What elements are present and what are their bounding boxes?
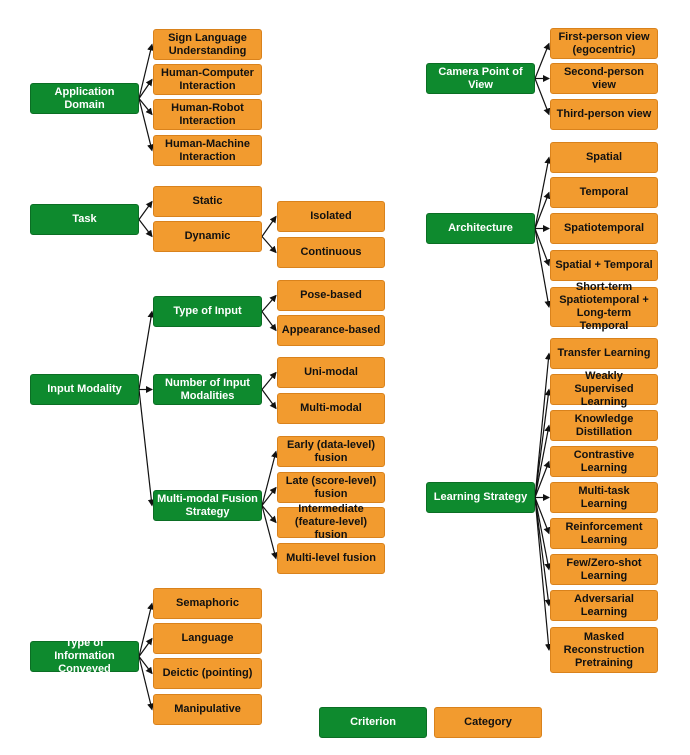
connector-arrow [138,310,155,390]
category-reinforcement-learning: Reinforcement Learning [550,518,658,549]
category-language: Language [153,623,262,654]
category-spatial-plus-temporal: Spatial + Temporal [550,250,658,281]
category-late-fusion: Late (score-level) fusion [277,472,385,503]
category-continuous: Continuous [277,237,385,268]
legend-criterion: Criterion [319,707,427,738]
category-human-machine-interaction: Human-Machine Interaction [153,135,262,166]
connector-arrow [261,236,277,254]
connector-arrow [261,389,277,410]
category-multi-task-learning: Multi-task Learning [550,482,658,513]
connector-arrow [261,215,277,237]
connector-arrow [534,228,551,267]
category-semaphoric: Semaphoric [153,588,262,619]
criterion-application-domain: Application Domain [30,83,139,114]
category-sign-language-understanding: Sign Language Understanding [153,29,262,60]
connector-arrow [261,486,277,506]
connector-arrow [261,371,277,390]
category-deictic: Deictic (pointing) [153,658,262,689]
category-transfer-learning: Transfer Learning [550,338,658,369]
connector-arrow [534,424,552,498]
criterion-camera-point-of-view: Camera Point of View [426,63,535,94]
category-second-person-view: Second-person view [550,63,658,94]
connector-arrow [534,352,552,498]
category-short-long-term: Short-term Spatiotemporal + Long-term Te… [550,281,658,332]
connector-arrow [138,656,154,711]
criterion-input-modality: Input Modality [30,374,139,405]
connector-arrow [534,78,551,116]
connector-arrow [138,637,153,657]
category-adversarial-learning: Adversarial Learning [550,590,658,621]
category-temporal: Temporal [550,177,658,208]
category-masked-reconstruction-pretraining: Masked Reconstruction Pretraining [550,627,658,673]
connector-arrow [261,505,278,560]
connector-arrow [534,156,552,229]
connector-arrow [261,311,277,332]
connector-arrow [534,497,551,535]
category-early-fusion: Early (data-level) fusion [277,436,385,467]
category-third-person-view: Third-person view [550,99,658,130]
category-spatiotemporal: Spatiotemporal [550,213,658,244]
connector-arrow [138,78,153,99]
connector-arrow [534,191,551,229]
connector-arrow [534,497,552,571]
connector-arrow [138,602,154,657]
connector-arrow [138,656,153,675]
connector-arrow [534,42,551,79]
connector-arrow [138,43,154,99]
category-human-computer-interaction: Human-Computer Interaction [153,64,262,95]
connector-arrow [534,460,551,498]
criterion-task: Task [30,204,139,235]
connector-arrow [261,450,278,506]
connector-arrow [534,497,552,651]
category-spatial: Spatial [550,142,658,173]
category-static: Static [153,186,262,217]
category-first-person-view: First-person view (egocentric) [550,28,658,59]
criterion-type-of-input: Type of Input [153,296,262,327]
category-multi-modal: Multi-modal [277,393,385,424]
connector-arrow [138,389,155,507]
connector-arrow [138,98,154,152]
category-isolated: Isolated [277,201,385,232]
connector-arrow [138,200,153,220]
connector-arrow [261,294,277,312]
criterion-learning-strategy: Learning Strategy [426,482,535,513]
connector-arrow [534,228,552,308]
category-few-zero-shot-learning: Few/Zero-shot Learning [550,554,658,585]
category-manipulative: Manipulative [153,694,262,725]
connector-arrow [534,388,552,498]
category-contrastive-learning: Contrastive Learning [550,446,658,477]
criterion-architecture: Architecture [426,213,535,244]
category-knowledge-distillation: Knowledge Distillation [550,410,658,441]
category-appearance-based: Appearance-based [277,315,385,346]
category-weakly-supervised-learning: Weakly Supervised Learning [550,370,658,408]
legend-category: Category [434,707,542,738]
category-uni-modal: Uni-modal [277,357,385,388]
criterion-type-of-information-conveyed: Type of Information Conveyed [30,637,139,675]
connector-arrow [534,497,552,607]
criterion-number-of-input-modalities: Number of Input Modalities [153,374,262,405]
category-human-robot-interaction: Human-Robot Interaction [153,99,262,130]
category-multi-level-fusion: Multi-level fusion [277,543,385,574]
category-dynamic: Dynamic [153,221,262,252]
criterion-multi-modal-fusion-strategy: Multi-modal Fusion Strategy [153,490,262,521]
connector-arrow [138,219,153,238]
category-pose-based: Pose-based [277,280,385,311]
connector-arrow [261,505,277,524]
connector-arrow [138,98,153,116]
category-intermediate-fusion: Intermediate (feature-level) fusion [277,503,385,541]
